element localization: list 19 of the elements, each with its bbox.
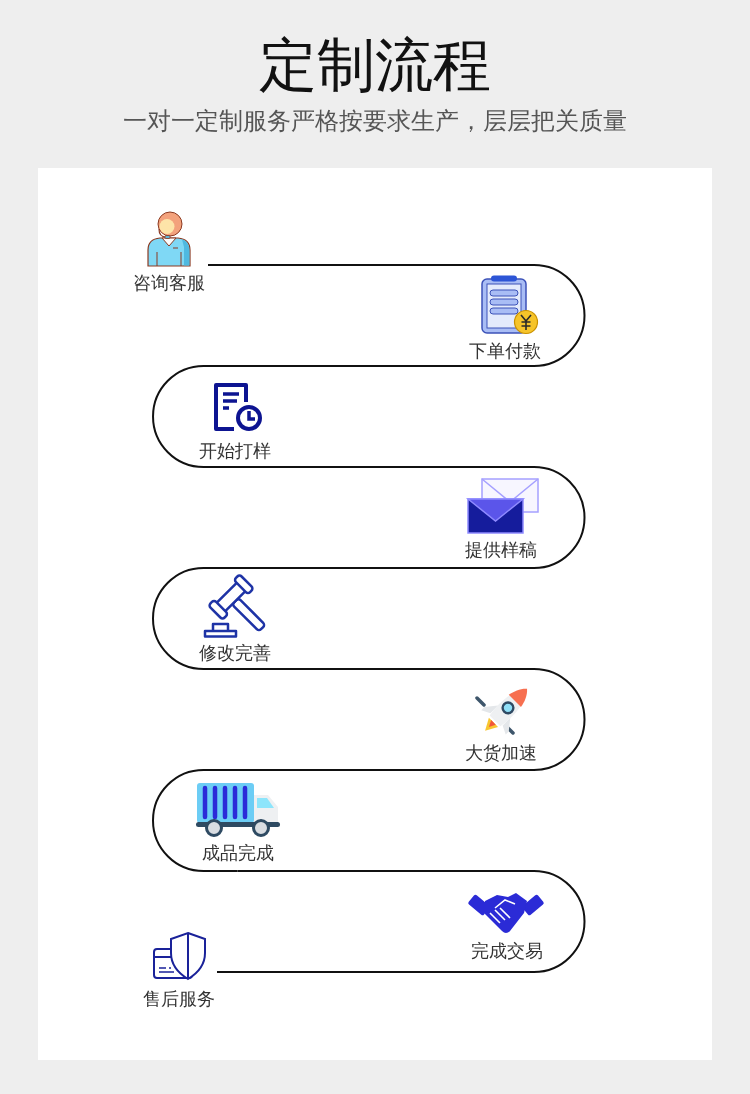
step-label: 成品完成 bbox=[201, 842, 274, 864]
connector-line bbox=[216, 971, 508, 973]
connector-line bbox=[234, 466, 586, 569]
connector-line bbox=[236, 870, 586, 973]
step-label: 提供样稿 bbox=[465, 539, 537, 561]
step-label: 大货加速 bbox=[465, 742, 537, 764]
connector-line bbox=[152, 567, 502, 670]
step-label: 开始打样 bbox=[199, 440, 271, 462]
step-label: 下单付款 bbox=[469, 340, 541, 362]
step-label: 售后服务 bbox=[143, 988, 215, 1010]
connector-line bbox=[152, 365, 506, 468]
step-label: 修改完善 bbox=[199, 642, 271, 664]
step-label: 完成交易 bbox=[471, 940, 543, 962]
connector-line bbox=[207, 264, 586, 367]
title: 定制流程 bbox=[259, 31, 491, 99]
subtitle: 一对一定制服务严格按要求生产，层层把关质量 bbox=[123, 106, 627, 136]
connector-line bbox=[152, 769, 502, 872]
step-label: 咨询客服 bbox=[133, 272, 205, 294]
connector-line bbox=[234, 668, 586, 771]
